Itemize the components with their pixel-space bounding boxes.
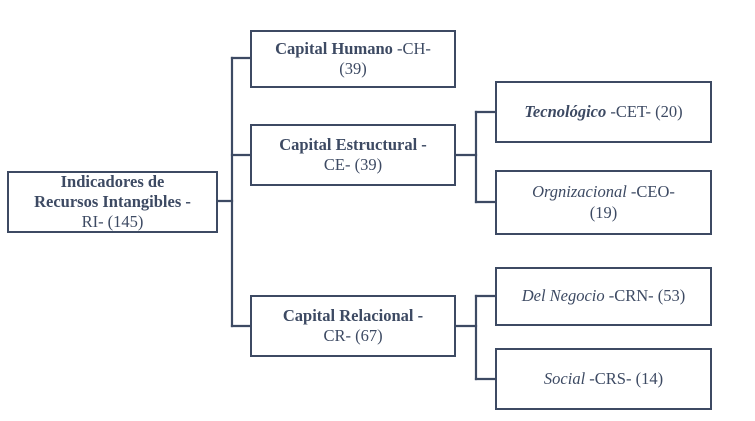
node-tecnologico[interactable]: Tecnológico -CET- (20) xyxy=(495,81,712,143)
node-root-name-line1: Indicadores de xyxy=(60,171,165,191)
node-capital-humano-code: -CH- xyxy=(392,38,431,58)
node-capital-estructural-name: Capital Estructural - xyxy=(279,134,427,154)
node-orgnizacional-name: Orgnizacional xyxy=(532,182,627,202)
node-capital-relacional-code-count: CR- (67) xyxy=(323,326,383,345)
node-capital-estructural-code-count: CE- (39) xyxy=(323,155,383,174)
node-root-code-count: RI- (145) xyxy=(81,212,144,232)
node-orgnizacional[interactable]: Orgnizacional -CEO- (19) xyxy=(495,170,712,235)
node-orgnizacional-count: (19) xyxy=(589,202,618,222)
node-social[interactable]: Social -CRS- (14) xyxy=(495,348,712,410)
node-capital-relacional[interactable]: Capital Relacional - CR- (67) xyxy=(250,295,456,357)
node-capital-humano-name: Capital Humano xyxy=(275,38,393,58)
node-del-negocio-name: Del Negocio xyxy=(521,286,605,306)
node-capital-humano-count: (39) xyxy=(339,59,367,78)
node-social-name: Social xyxy=(543,368,586,388)
node-root-name-line2: Recursos Intangibles - xyxy=(34,191,191,211)
node-capital-relacional-name: Capital Relacional - xyxy=(282,305,424,325)
node-indicadores-recursos-intangibles[interactable]: Indicadores de Recursos Intangibles - RI… xyxy=(7,171,218,233)
node-orgnizacional-code: -CEO- xyxy=(626,182,675,202)
node-social-code-count: -CRS- (14) xyxy=(585,368,664,388)
node-del-negocio-code-count: -CRN- (53) xyxy=(604,286,686,306)
node-capital-humano[interactable]: Capital Humano -CH- (39) xyxy=(250,30,456,88)
node-tecnologico-name: Tecnológico xyxy=(524,101,607,121)
node-capital-estructural[interactable]: Capital Estructural - CE- (39) xyxy=(250,124,456,186)
node-del-negocio[interactable]: Del Negocio -CRN- (53) xyxy=(495,267,712,326)
node-tecnologico-code-count: -CET- (20) xyxy=(606,101,683,121)
